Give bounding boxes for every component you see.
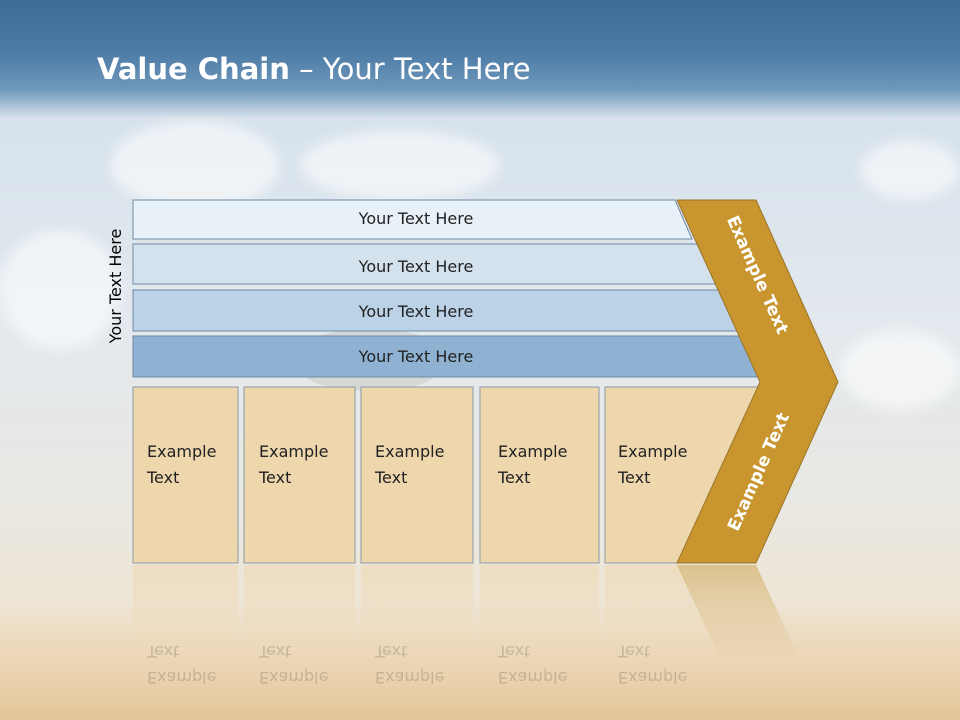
- box-text-line: Text: [259, 642, 292, 661]
- activity-box-1: [132, 386, 239, 564]
- box-text-line: Text: [618, 642, 651, 661]
- activity-box-4: [479, 386, 600, 564]
- title-bold: Value Chain: [97, 52, 290, 86]
- box-reflection: [244, 565, 355, 660]
- chevron-reflection: [677, 565, 800, 660]
- box-text-line: Text: [259, 468, 292, 487]
- margin-chevron: [676, 199, 839, 564]
- row-label-3: Your Text Here: [358, 302, 474, 321]
- box-text-reflection: Example Text: [259, 638, 328, 690]
- activity-box-3: [360, 386, 474, 564]
- box-text-line: Example: [147, 668, 217, 687]
- cloud-shape: [860, 140, 960, 200]
- box-text-line: Example: [259, 668, 329, 687]
- box-text-reflection: Example Text: [375, 638, 444, 690]
- box-text-line: Text: [375, 642, 408, 661]
- box-reflection: [361, 565, 473, 660]
- activity-box-2: [243, 386, 356, 564]
- box-text-line: Text: [498, 642, 531, 661]
- box-text-line: Example: [618, 668, 688, 687]
- box-text-reflection: Example Text: [618, 638, 687, 690]
- box-text-line: Example: [498, 442, 568, 461]
- box-text-line: Text: [498, 468, 531, 487]
- box-text-line: Example: [498, 668, 568, 687]
- row-label-2: Your Text Here: [358, 257, 474, 276]
- row-bar-1: [132, 199, 693, 240]
- box-text-line: Text: [618, 468, 651, 487]
- row-label-4: Your Text Here: [358, 347, 474, 366]
- box-text-line: Text: [147, 468, 180, 487]
- box-reflection: [480, 565, 599, 660]
- box-text-line: Example: [618, 442, 688, 461]
- box-text-line: Example: [147, 442, 217, 461]
- box-text-line: Example: [375, 668, 445, 687]
- title-rest: – Your Text Here: [289, 52, 531, 86]
- box-text-reflection: Example Text: [147, 638, 216, 690]
- title-bar: [0, 0, 960, 118]
- box-reflection: [133, 565, 238, 660]
- slide-title: Value Chain – Your Text Here: [97, 52, 531, 86]
- box-text-line: Example: [259, 442, 329, 461]
- box-text-line: Text: [147, 642, 180, 661]
- box-reflection: [605, 565, 722, 660]
- cloud-shape: [110, 120, 280, 210]
- box-text-reflection: Example Text: [498, 638, 567, 690]
- cloud-shape: [300, 130, 500, 200]
- cloud-shape: [840, 330, 960, 410]
- box-text-line: Example: [375, 442, 445, 461]
- box-text-line: Text: [375, 468, 408, 487]
- cloud-shape: [0, 230, 120, 350]
- row-label-1: Your Text Here: [358, 209, 474, 228]
